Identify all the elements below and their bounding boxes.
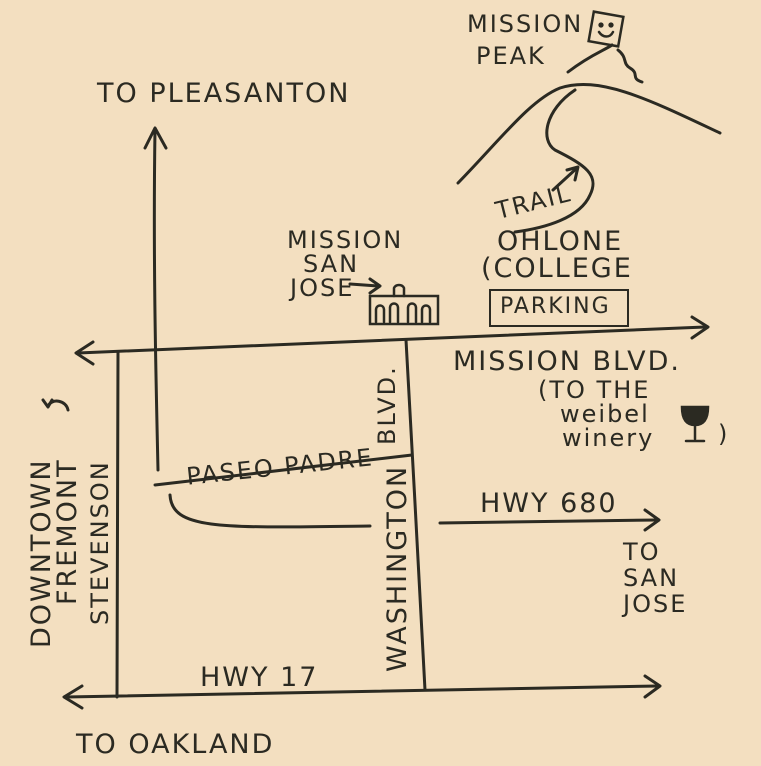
label-weibel-line1: (TO THE bbox=[538, 376, 651, 404]
mountain-ridge bbox=[456, 83, 722, 185]
road-curve-south bbox=[168, 493, 372, 529]
wine-glass-icon bbox=[680, 405, 710, 443]
downtown-hook-head bbox=[41, 398, 54, 409]
label-stevenson: STEVENSON bbox=[86, 460, 114, 625]
smiley-kite-icon bbox=[587, 10, 625, 48]
arrow-head-north bbox=[143, 126, 168, 150]
trail-arrow-head bbox=[565, 165, 580, 182]
mission-arrow-head bbox=[368, 277, 382, 295]
kite-tail bbox=[616, 48, 644, 84]
road-to-pleasanton bbox=[152, 128, 160, 472]
label-mission-san-jose-line3: JOSE bbox=[290, 274, 355, 302]
road-paseo-padre bbox=[153, 453, 414, 487]
label-to-san-jose-line2: SAN bbox=[623, 564, 680, 592]
label-weibel-paren: ) bbox=[718, 420, 730, 448]
trail-arrow bbox=[551, 166, 579, 192]
mission-building-icon bbox=[368, 283, 440, 326]
mission-arrow bbox=[348, 282, 380, 288]
parking-box bbox=[489, 289, 629, 327]
road-hwy-680 bbox=[438, 518, 659, 525]
trail-path bbox=[513, 88, 595, 234]
label-weibel-line3: winery bbox=[562, 424, 655, 452]
arrow-head-west-hwy-17 bbox=[62, 684, 84, 710]
label-washington: WASHINGTON bbox=[382, 464, 413, 672]
label-college: (COLLEGE bbox=[481, 253, 633, 284]
road-washington bbox=[404, 338, 427, 692]
label-hwy-17: HWY 17 bbox=[200, 662, 319, 693]
label-mission-peak-line2: PEAK bbox=[476, 42, 546, 70]
label-downtown: DOWNTOWN bbox=[26, 458, 57, 648]
label-parking: PARKING bbox=[500, 294, 611, 319]
label-mission-peak-line1: MISSION bbox=[467, 10, 584, 38]
road-mission-blvd bbox=[76, 325, 707, 355]
label-mission-san-jose-line1: MISSION bbox=[287, 226, 404, 254]
label-fremont: FREMONT bbox=[52, 458, 83, 605]
arrow-head-west-mission bbox=[74, 340, 95, 366]
label-mission-san-jose-line2: SAN bbox=[303, 250, 360, 278]
label-to-pleasanton: TO PLEASANTON bbox=[97, 78, 351, 109]
road-stevenson bbox=[115, 350, 120, 699]
arrow-head-hwy-680 bbox=[643, 508, 661, 532]
road-hwy-17 bbox=[64, 684, 660, 699]
label-to-san-jose-line1: TO bbox=[623, 538, 661, 566]
label-weibel-line2: weibel bbox=[560, 400, 650, 428]
arrow-head-east-mission bbox=[690, 315, 710, 340]
label-hwy-680: HWY 680 bbox=[480, 488, 618, 519]
label-ohlone: OHLONE bbox=[497, 226, 624, 257]
label-blvd: BLVD. bbox=[373, 365, 401, 445]
kite-string bbox=[566, 43, 614, 74]
label-to-san-jose-line3: JOSE bbox=[623, 590, 688, 618]
arrow-head-east-hwy-17 bbox=[643, 674, 662, 699]
label-to-oakland: TO OAKLAND bbox=[76, 729, 275, 760]
label-mission-blvd: MISSION BLVD. bbox=[453, 346, 681, 377]
